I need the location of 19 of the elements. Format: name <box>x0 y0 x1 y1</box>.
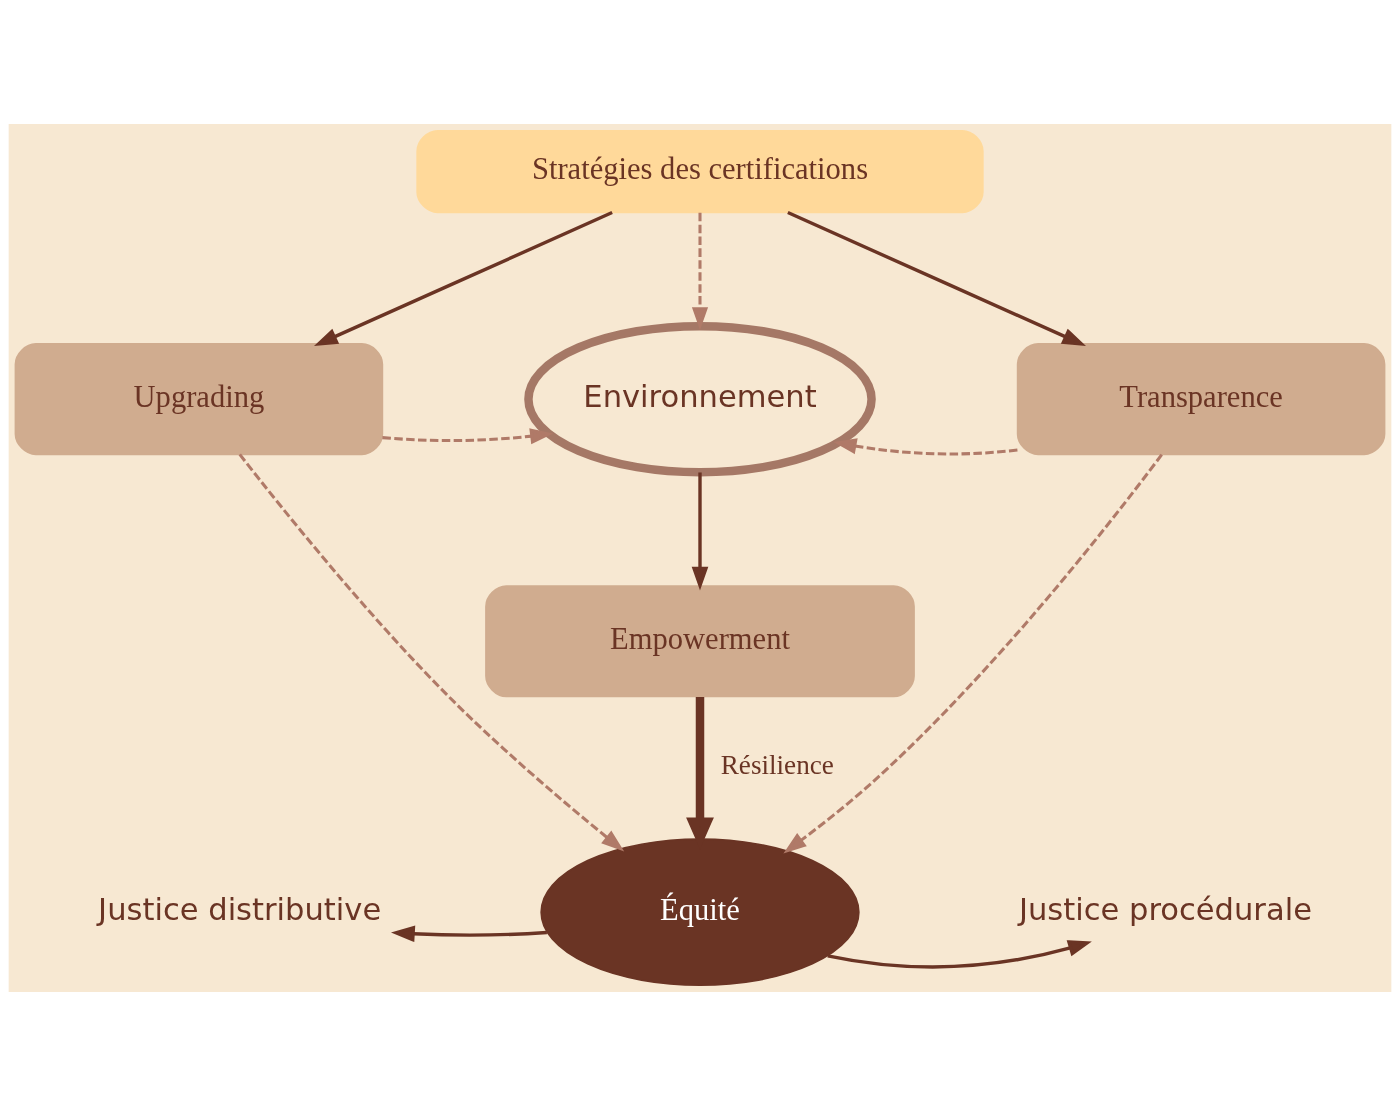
arrow <box>382 427 554 444</box>
arrow <box>783 453 1163 853</box>
node-box: Upgrading <box>14 342 384 455</box>
node-box: Stratégies des certifications <box>416 129 984 213</box>
arrow <box>691 471 709 591</box>
arrow <box>827 939 1092 969</box>
arrow <box>691 212 709 330</box>
node-ellipse: Environnement <box>524 321 876 476</box>
node-text: Justice distributive <box>98 891 382 927</box>
edge-label: Résilience <box>720 749 834 780</box>
node-box: Transparence <box>1016 342 1386 455</box>
arrow <box>238 452 625 851</box>
arrow <box>787 210 1086 346</box>
node-box: Empowerment <box>485 584 915 697</box>
arrow <box>391 924 547 942</box>
arrow <box>314 210 613 346</box>
node-text: Justice procédurale <box>1018 891 1312 927</box>
arrow <box>833 437 1018 455</box>
node-ellipse: Équité <box>540 837 860 986</box>
